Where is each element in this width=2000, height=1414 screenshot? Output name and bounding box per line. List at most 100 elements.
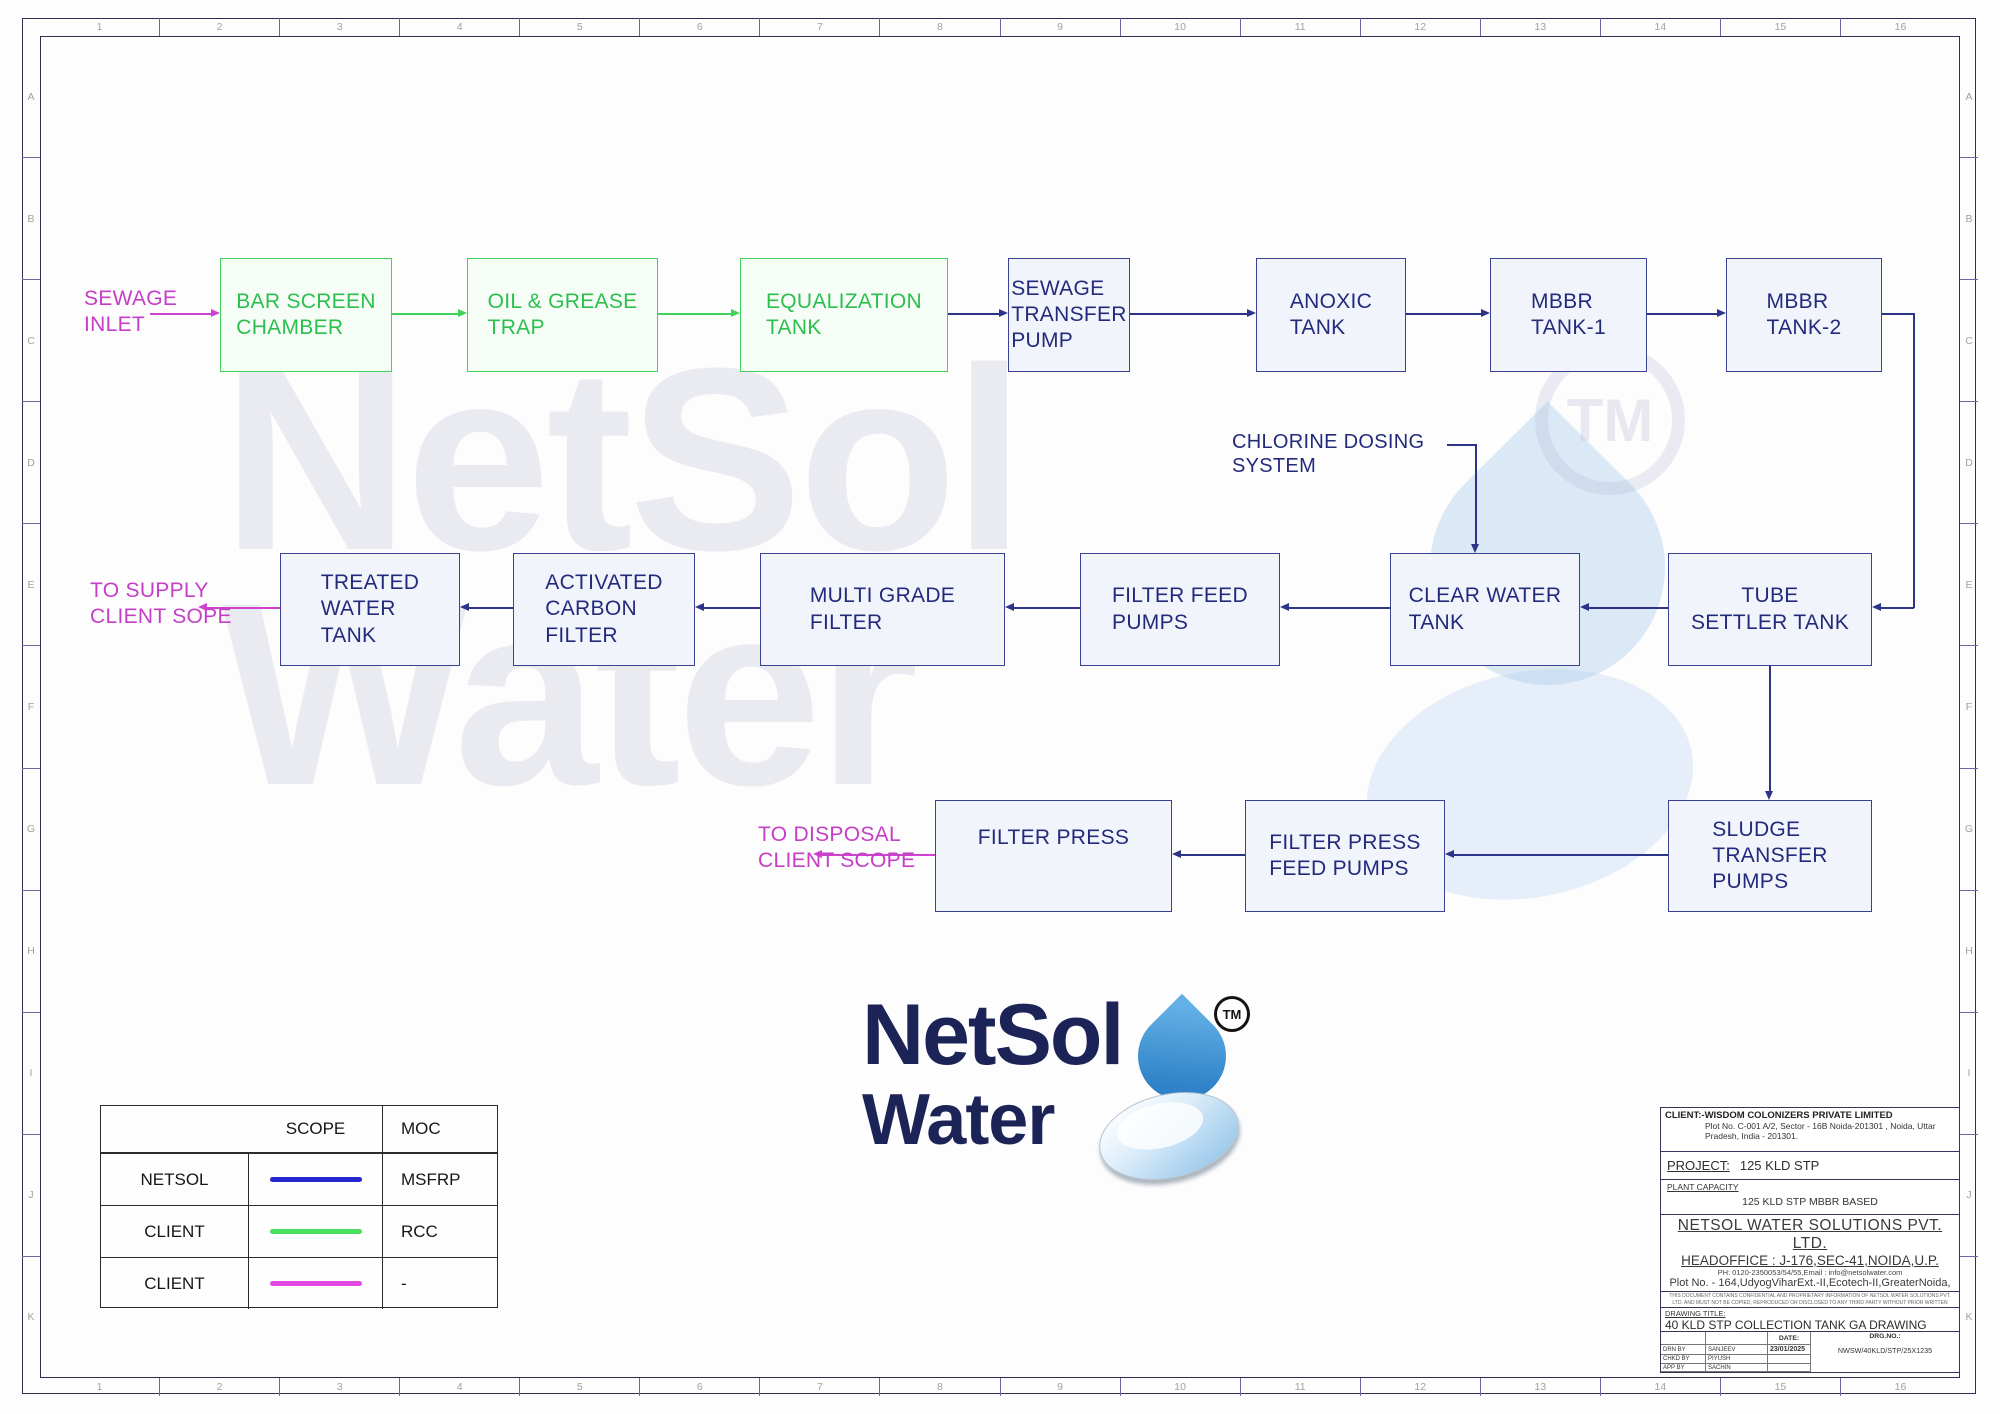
flow-line	[1769, 666, 1771, 791]
ruler-cell: F	[22, 645, 40, 767]
ruler-cell: G	[22, 767, 40, 890]
flow-line	[469, 607, 513, 609]
arrowhead	[1172, 850, 1181, 858]
ruler-cell: 5	[519, 1378, 639, 1396]
client-address-line1: Plot No. C-001 A/2, Sector - 16B Noida-2…	[1705, 1121, 1936, 1131]
flow-line	[1454, 854, 1668, 856]
legend-party: CLIENT	[101, 1258, 249, 1309]
arrowhead	[1445, 850, 1454, 858]
flow-line	[1881, 607, 1914, 609]
ruler-cell: 12	[1359, 1378, 1480, 1396]
ruler-cell: 3	[279, 1378, 399, 1396]
ruler-cell: 15	[1719, 1378, 1840, 1396]
drawing-title-label: DRAWING TITLE:	[1665, 1309, 1726, 1318]
ruler-cell: 7	[759, 18, 879, 36]
ruler-cell: 1	[96, 21, 103, 33]
arrowhead	[1280, 603, 1289, 611]
sheet-outer-border	[22, 18, 1976, 1394]
ruler-cell: 4	[399, 18, 519, 36]
approvals-blank-cell	[1661, 1332, 1706, 1345]
legend-header-scope: SCOPE	[249, 1106, 383, 1152]
company-headoffice: HEADOFFICE : J-176,SEC-41,NOIDA,U.P.	[1681, 1253, 1939, 1268]
legend-row-netsol: NETSOL MSFRP	[101, 1153, 497, 1205]
label-to-disposal-client-scope: TO DISPOSAL CLIENT SCOPE	[758, 823, 916, 872]
ruler-cell: F	[1960, 645, 1978, 767]
title-block-disclaimer: THIS DOCUMENT CONTAINS CONFIDENTIAL AND …	[1661, 1292, 1959, 1308]
ruler-cell: 4	[399, 1378, 519, 1396]
approved-by-label: APP BY	[1661, 1364, 1706, 1372]
legend-moc: -	[401, 1273, 407, 1293]
ruler-cell: B	[1960, 157, 1978, 279]
client-civil-line-swatch	[269, 1229, 362, 1234]
flow-line	[822, 854, 935, 856]
legend-line-cell	[249, 1206, 383, 1257]
drawing-title-value: 40 KLD STP COLLECTION TANK GA DRAWING	[1665, 1318, 1927, 1332]
scope-legend-table: SCOPE MOC NETSOL MSFRP CLIENT RCC CLIENT…	[100, 1105, 498, 1309]
flow-line	[392, 313, 458, 315]
ruler-cell: 11	[1239, 1378, 1360, 1396]
arrowhead	[999, 309, 1008, 317]
ruler-cell: 9	[999, 1378, 1120, 1396]
flow-line	[948, 313, 999, 315]
client-other-line-swatch	[269, 1281, 362, 1286]
title-block-capacity-section: PLANT CAPACITY 125 KLD STP MBBR BASED	[1661, 1180, 1959, 1215]
date-label: DATE:	[1768, 1332, 1811, 1345]
arrowhead	[198, 603, 207, 611]
process-box-mbbr-tank-1: MBBR TANK-1	[1490, 258, 1647, 372]
flow-line	[704, 607, 760, 609]
ruler-cell: E	[1960, 523, 1978, 645]
company-name: NETSOL WATER SOLUTIONS PVT. LTD.	[1677, 1217, 1943, 1252]
title-block-project-section: PROJECT: 125 KLD STP	[1661, 1152, 1959, 1180]
ruler-cell: 8	[879, 1378, 999, 1396]
legend-header-blank	[101, 1106, 249, 1152]
ruler-cell: H	[1960, 889, 1978, 1012]
flow-line	[1589, 607, 1668, 609]
drawn-by-label: DRN BY	[1661, 1345, 1706, 1355]
arrowhead	[1765, 791, 1773, 800]
drawn-by-name: SANJEEV	[1706, 1345, 1768, 1355]
plant-capacity-value: 125 KLD STP MBBR BASED	[1742, 1196, 1878, 1208]
process-box-anoxic-tank: ANOXIC TANK	[1256, 258, 1406, 372]
arrowhead	[695, 603, 704, 611]
date-value: 23/01/2025	[1768, 1345, 1811, 1355]
process-box-equalization-tank: EQUALIZATION TANK	[740, 258, 948, 372]
title-block-approvals-section: DATE: DRN BY SANJEEV 23/01/2025 CHKD BY …	[1661, 1332, 1959, 1372]
logo-water-text: Water	[862, 1080, 1055, 1160]
process-box-clear-water-tank: CLEAR WATER TANK	[1390, 553, 1580, 666]
process-box-multi-grade-filter: MULTI GRADE FILTER	[760, 553, 1005, 666]
arrowhead	[1481, 309, 1490, 317]
ruler-cell: K	[22, 1255, 40, 1378]
drg-number-cell: DRG.NO.: NWSW/40KLD/STP/25X1235	[1811, 1332, 1959, 1372]
legend-party: CLIENT	[101, 1206, 249, 1257]
project-label: PROJECT:	[1667, 1158, 1730, 1173]
ruler-cell: 14	[1599, 1378, 1720, 1396]
ruler-cell: A	[1965, 90, 1973, 103]
title-block-company-section: NETSOL WATER SOLUTIONS PVT. LTD. HEADOFF…	[1661, 1215, 1959, 1292]
ruler-cell: 14	[1599, 18, 1720, 36]
client-address-line2: Pradesh, India - 201301.	[1705, 1131, 1799, 1141]
arrowhead	[1872, 603, 1881, 611]
approvals-blank-cell	[1768, 1355, 1811, 1364]
ruler-cell: 5	[519, 18, 639, 36]
ruler-cell: J	[22, 1133, 40, 1256]
ruler-cell: 7	[759, 1378, 879, 1396]
company-website: WEBSITE : www.netsolwater.com	[1661, 1289, 1959, 1291]
process-box-filter-press-feed-pumps: FILTER PRESS FEED PUMPS	[1245, 800, 1445, 912]
label-chlorine-dosing-system: CHLORINE DOSING SYSTEM	[1232, 431, 1425, 478]
ruler-cell: H	[22, 889, 40, 1012]
ruler-cell: 6	[639, 18, 759, 36]
arrowhead	[1005, 603, 1014, 611]
ruler-cell: 16	[1839, 18, 1960, 36]
flow-line	[1647, 313, 1717, 315]
ruler-cell: C	[1960, 279, 1978, 401]
ruler-cell: 8	[879, 18, 999, 36]
ruler-cell: D	[22, 401, 40, 523]
flow-line	[1406, 313, 1481, 315]
approved-by-name: SACHIN	[1706, 1364, 1768, 1372]
sheet-inner-border	[40, 36, 1960, 1378]
process-box-activated-carbon-filter: ACTIVATED CARBON FILTER	[513, 553, 695, 666]
flow-line	[1130, 313, 1247, 315]
checked-by-name: PIYUSH	[1706, 1355, 1768, 1364]
